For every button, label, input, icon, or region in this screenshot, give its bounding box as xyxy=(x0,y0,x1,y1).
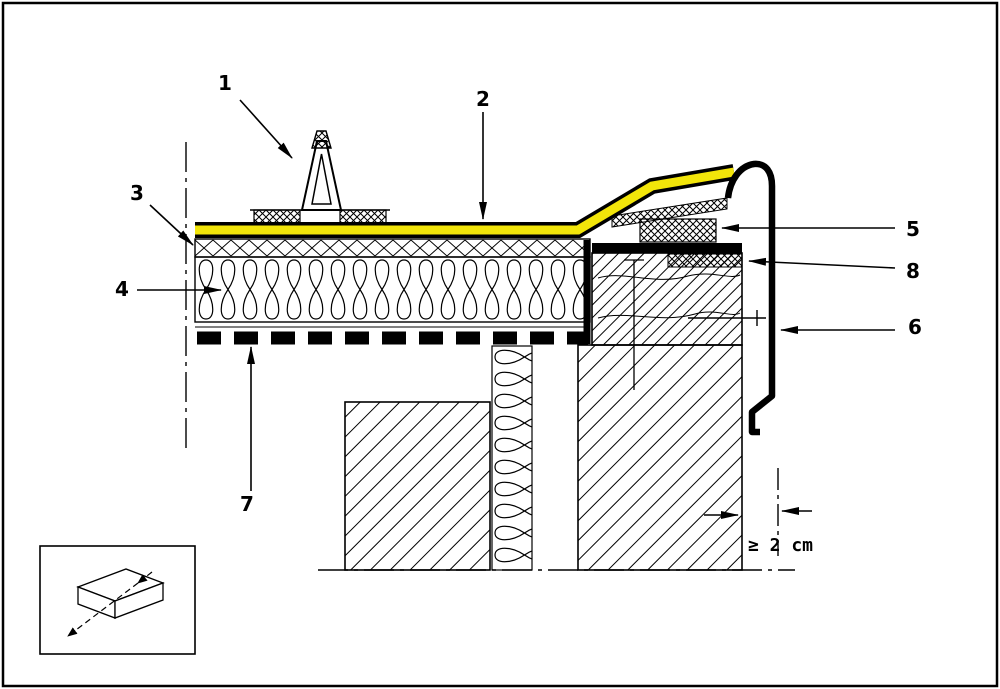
view-direction-icon xyxy=(39,545,196,655)
callout-arrow-1 xyxy=(239,99,293,159)
edge-distance-dimension: ≥ 2 cm xyxy=(704,468,813,556)
callout-label-8: 8 xyxy=(906,259,920,283)
wall-section xyxy=(344,344,743,571)
thermal-insulation-layer xyxy=(194,256,591,323)
compression-tape xyxy=(667,253,743,268)
callout-leaders xyxy=(137,99,896,491)
outer-wall xyxy=(577,344,743,571)
roof-fastener xyxy=(250,130,390,224)
callout-label-3: 3 xyxy=(130,181,144,205)
base-pad-right xyxy=(339,209,387,224)
cavity-insulation xyxy=(491,345,533,571)
view-arrow-upper xyxy=(137,571,153,584)
callout-label-2: 2 xyxy=(476,87,490,111)
fastener-cap xyxy=(311,130,332,149)
slab-right-face xyxy=(114,582,164,619)
wood-grain-line xyxy=(597,273,741,280)
callout-labels: 1 2 3 4 5 8 6 7 xyxy=(115,71,922,516)
base-pad-left xyxy=(253,209,301,224)
wood-grain-line xyxy=(597,311,741,319)
callout-arrow-8 xyxy=(748,257,896,269)
waterproofing-membrane xyxy=(195,164,736,238)
callout-label-1: 1 xyxy=(218,71,232,95)
fastener-tower-cutout xyxy=(311,153,332,205)
membrane-yellow-core xyxy=(195,167,735,235)
cover-strip xyxy=(592,243,742,253)
parapet-assembly xyxy=(583,197,743,390)
callout-label-5: 5 xyxy=(906,217,920,241)
flashing-profile xyxy=(724,160,776,436)
callout-label-4: 4 xyxy=(115,277,129,301)
dimension-label: ≥ 2 cm xyxy=(748,535,813,556)
inner-wall xyxy=(344,401,491,571)
roof-layer-stack xyxy=(194,238,591,345)
callout-label-7: 7 xyxy=(240,492,254,516)
callout-arrow-3 xyxy=(149,204,194,246)
callout-label-6: 6 xyxy=(908,315,922,339)
edge-flashing xyxy=(688,160,776,436)
view-arrow-lower xyxy=(67,582,139,637)
separation-layer xyxy=(194,238,591,258)
sealing-tape-block xyxy=(639,218,717,243)
